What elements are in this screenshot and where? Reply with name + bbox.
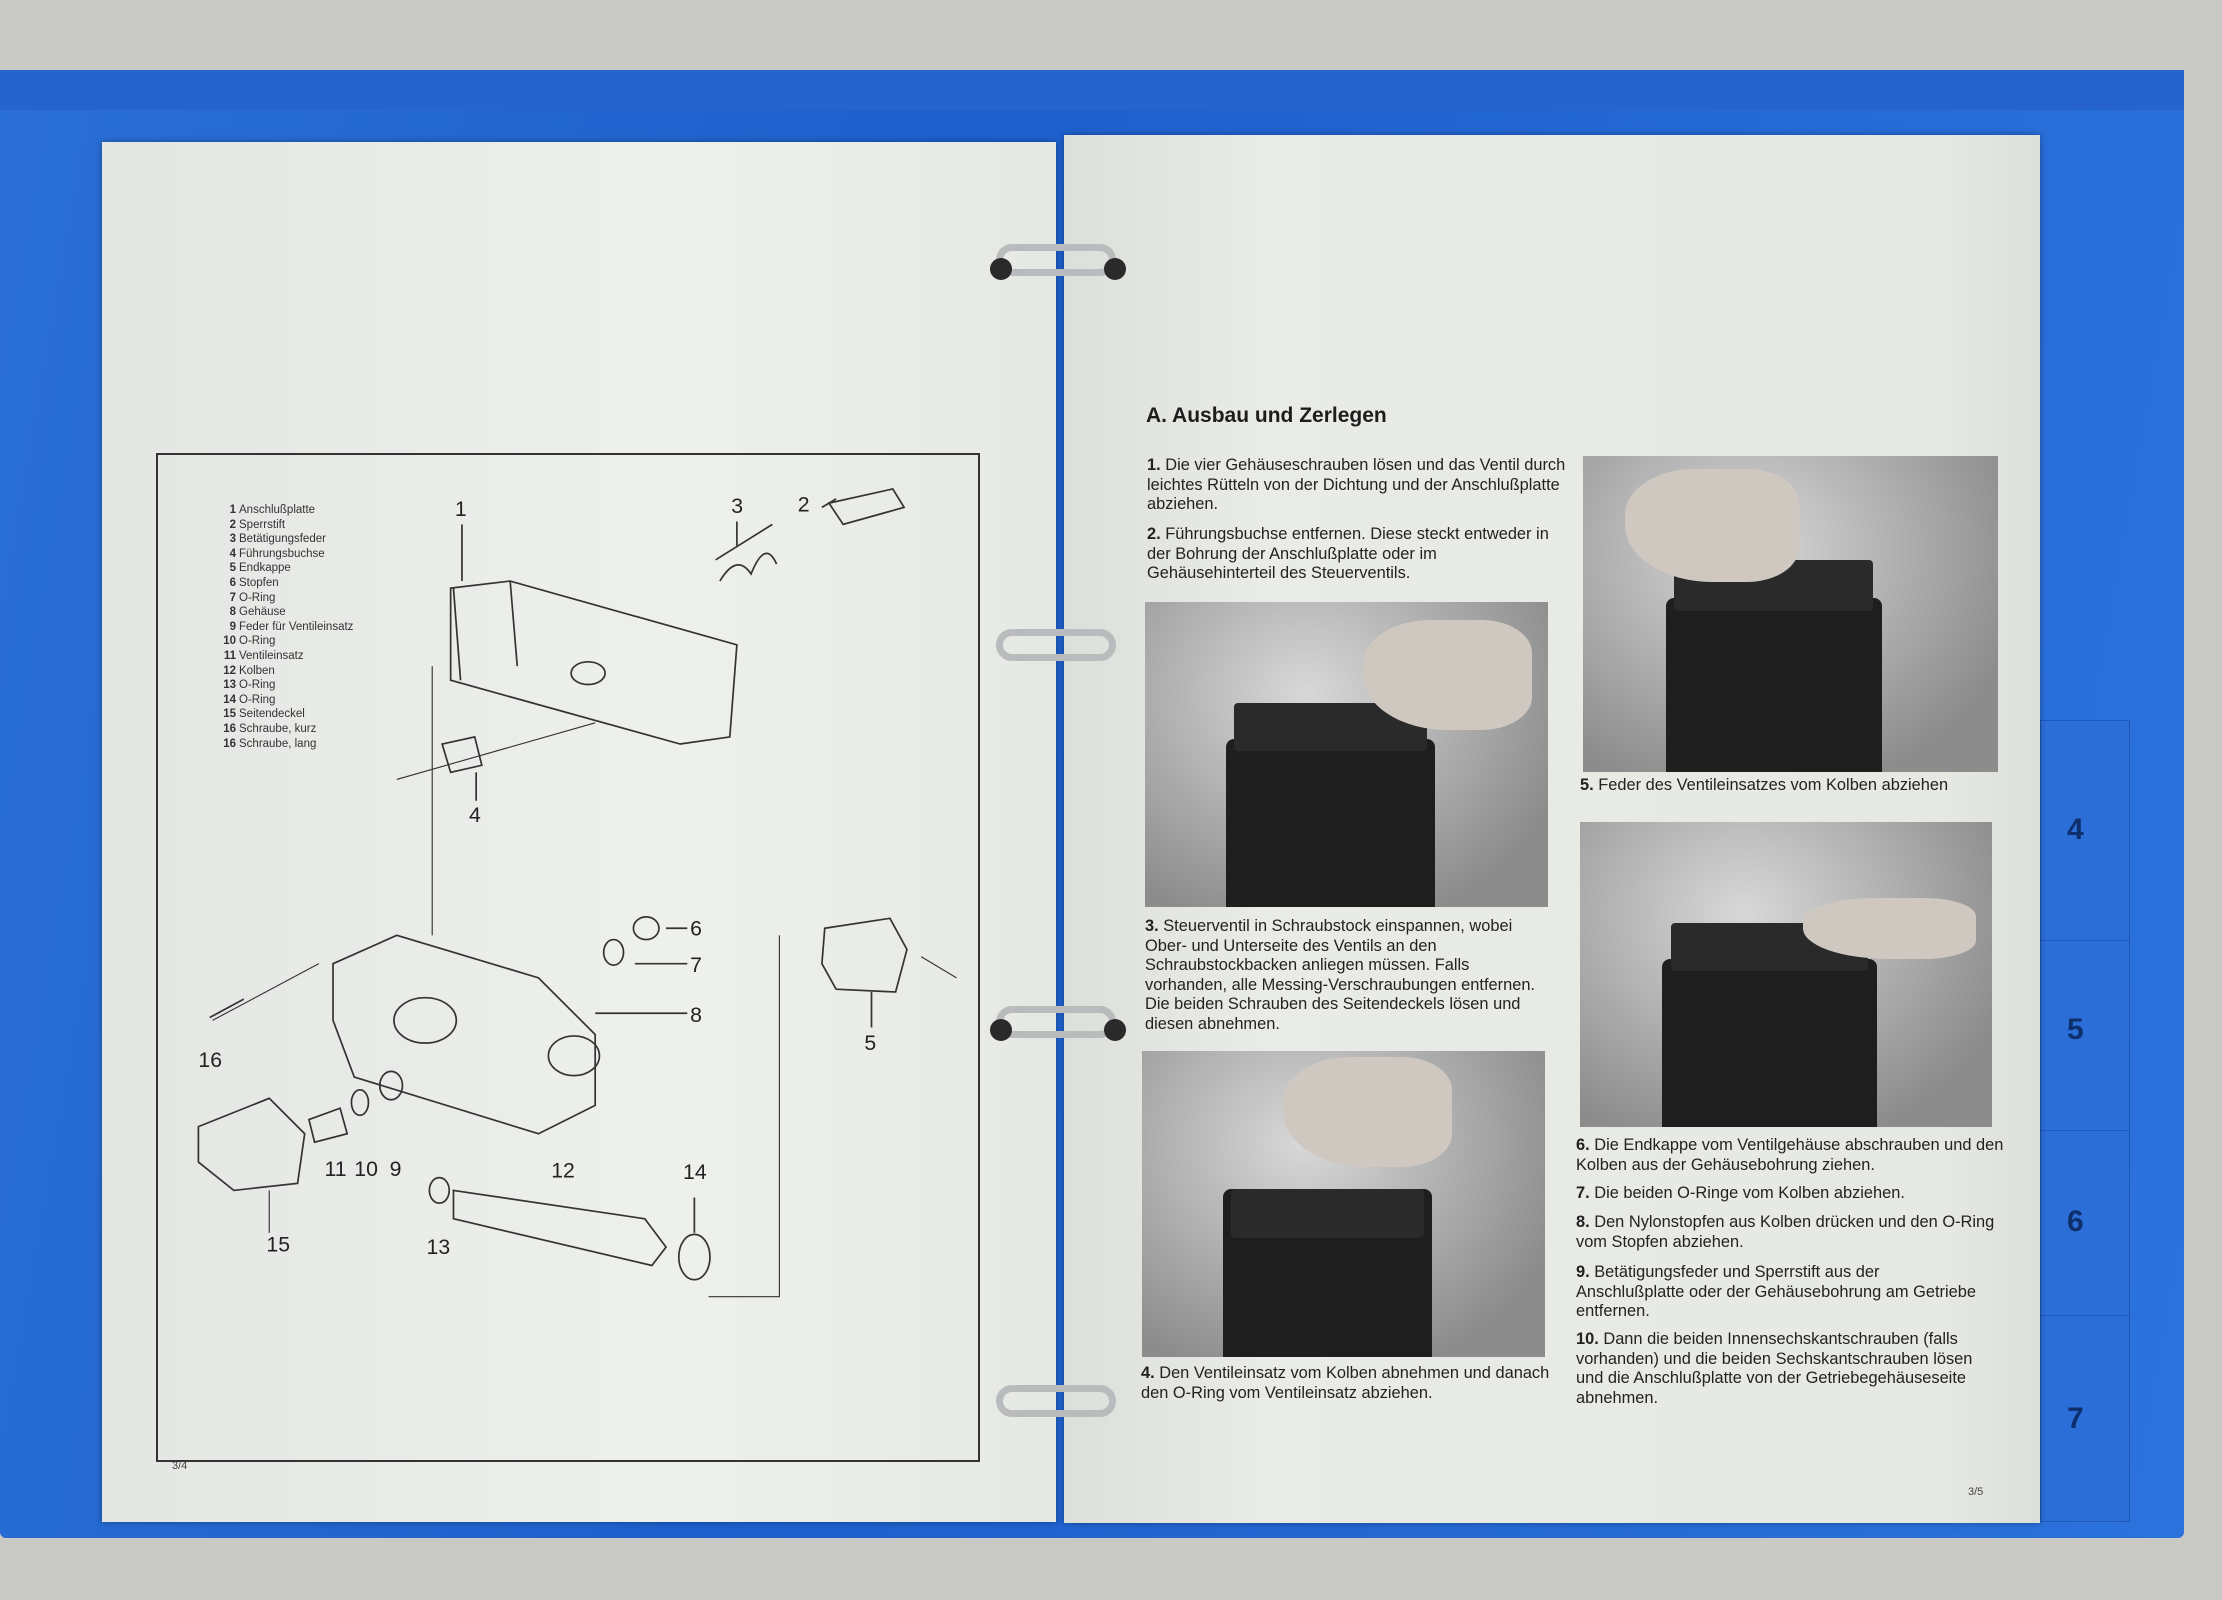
part-name: Schraube, lang bbox=[239, 737, 317, 750]
part-name: O-Ring bbox=[239, 635, 276, 648]
tab-4[interactable]: 4 bbox=[2040, 720, 2130, 942]
step-7: 7. Die beiden O-Ringe vom Kolben abziehe… bbox=[1576, 1184, 1905, 1202]
step-8: 8. Den Nylonstopfen aus Kolben drücken u… bbox=[1576, 1213, 1995, 1251]
tab-label: 6 bbox=[2067, 1205, 2084, 1238]
part-number: 14 bbox=[223, 693, 236, 706]
part-number: 8 bbox=[229, 606, 236, 619]
part-number: 16 bbox=[223, 722, 236, 735]
step-5: 5. Feder des Ventileinsatzes vom Kolben … bbox=[1580, 776, 1949, 794]
part-number: 3 bbox=[229, 533, 236, 546]
photo-step-5 bbox=[1583, 456, 1998, 772]
part-number: 10 bbox=[223, 635, 236, 648]
section-heading: A. Ausbau und Zerlegen bbox=[1146, 404, 1387, 427]
part-number: 11 bbox=[223, 649, 236, 662]
step-9: 9. Betätigungsfeder und Sperrstift aus d… bbox=[1576, 1263, 1976, 1321]
part-name: Stopfen bbox=[239, 576, 279, 589]
step-2: 2. Führungsbuchse entfernen. Diese steck… bbox=[1147, 525, 1549, 583]
part-number: 13 bbox=[223, 679, 236, 692]
part-number: 1 bbox=[229, 504, 236, 516]
part-number: 12 bbox=[223, 664, 236, 677]
punch-hole bbox=[990, 258, 1012, 280]
part-name: Betätigungsfeder bbox=[239, 533, 326, 546]
part-name: Gehäuse bbox=[239, 606, 286, 619]
punch-hole bbox=[1104, 258, 1126, 280]
tab-label: 7 bbox=[2067, 1402, 2084, 1435]
photo-step-3 bbox=[1145, 602, 1548, 907]
part-name: Feder für Ventileinsatz bbox=[239, 620, 354, 633]
part-name: Sperrstift bbox=[239, 518, 286, 531]
part-name: Anschlußplatte bbox=[239, 504, 316, 516]
photo-step-4 bbox=[1142, 1051, 1545, 1357]
part-name: Kolben bbox=[239, 664, 275, 677]
part-name: Ventileinsatz bbox=[239, 649, 304, 662]
binder-ring[interactable] bbox=[996, 629, 1116, 661]
part-name: Seitendeckel bbox=[239, 708, 305, 721]
tab-label: 5 bbox=[2067, 1013, 2084, 1046]
binder-ring[interactable] bbox=[996, 244, 1116, 276]
part-name: Endkappe bbox=[239, 562, 291, 575]
step-10: 10. Dann die beiden Innensechskantschrau… bbox=[1576, 1330, 1973, 1407]
diagram-frame bbox=[156, 453, 980, 1462]
part-name: Führungsbuchse bbox=[239, 547, 325, 560]
step-3: 3. Steuerventil in Schraubstock einspann… bbox=[1145, 917, 1535, 1033]
photo-step-6 bbox=[1580, 822, 1992, 1127]
tab-6[interactable]: 6 bbox=[2040, 1130, 2130, 1317]
step-1: 1. Die vier Gehäuseschrauben lösen und d… bbox=[1147, 456, 1566, 514]
binder-ring[interactable] bbox=[996, 1006, 1116, 1038]
part-number: 15 bbox=[223, 708, 236, 721]
part-number: 16 bbox=[223, 737, 236, 750]
part-number: 7 bbox=[229, 591, 236, 604]
tab-5[interactable]: 5 bbox=[2040, 940, 2130, 1132]
part-number: 4 bbox=[229, 547, 236, 560]
part-number: 6 bbox=[229, 576, 236, 589]
part-name: O-Ring bbox=[239, 693, 276, 706]
part-name: O-Ring bbox=[239, 679, 276, 692]
part-name: O-Ring bbox=[239, 591, 276, 604]
part-number: 5 bbox=[229, 562, 236, 575]
binder-edge bbox=[0, 70, 2184, 110]
step-6: 6. Die Endkappe vom Ventilgehäuse abschr… bbox=[1576, 1136, 2004, 1174]
part-number: 9 bbox=[229, 620, 236, 633]
part-name: Schraube, kurz bbox=[239, 722, 317, 735]
step-4: 4. Den Ventileinsatz vom Kolben abnehmen… bbox=[1141, 1364, 1550, 1402]
punch-hole bbox=[1104, 1019, 1126, 1041]
tab-7[interactable]: 7 bbox=[2040, 1315, 2130, 1522]
page-number-left: 3/4 bbox=[172, 1460, 188, 1472]
page-number-right: 3/5 bbox=[1968, 1486, 1984, 1498]
binder-ring[interactable] bbox=[996, 1385, 1116, 1417]
part-number: 2 bbox=[229, 518, 236, 531]
tab-label: 4 bbox=[2067, 813, 2084, 846]
punch-hole bbox=[990, 1019, 1012, 1041]
